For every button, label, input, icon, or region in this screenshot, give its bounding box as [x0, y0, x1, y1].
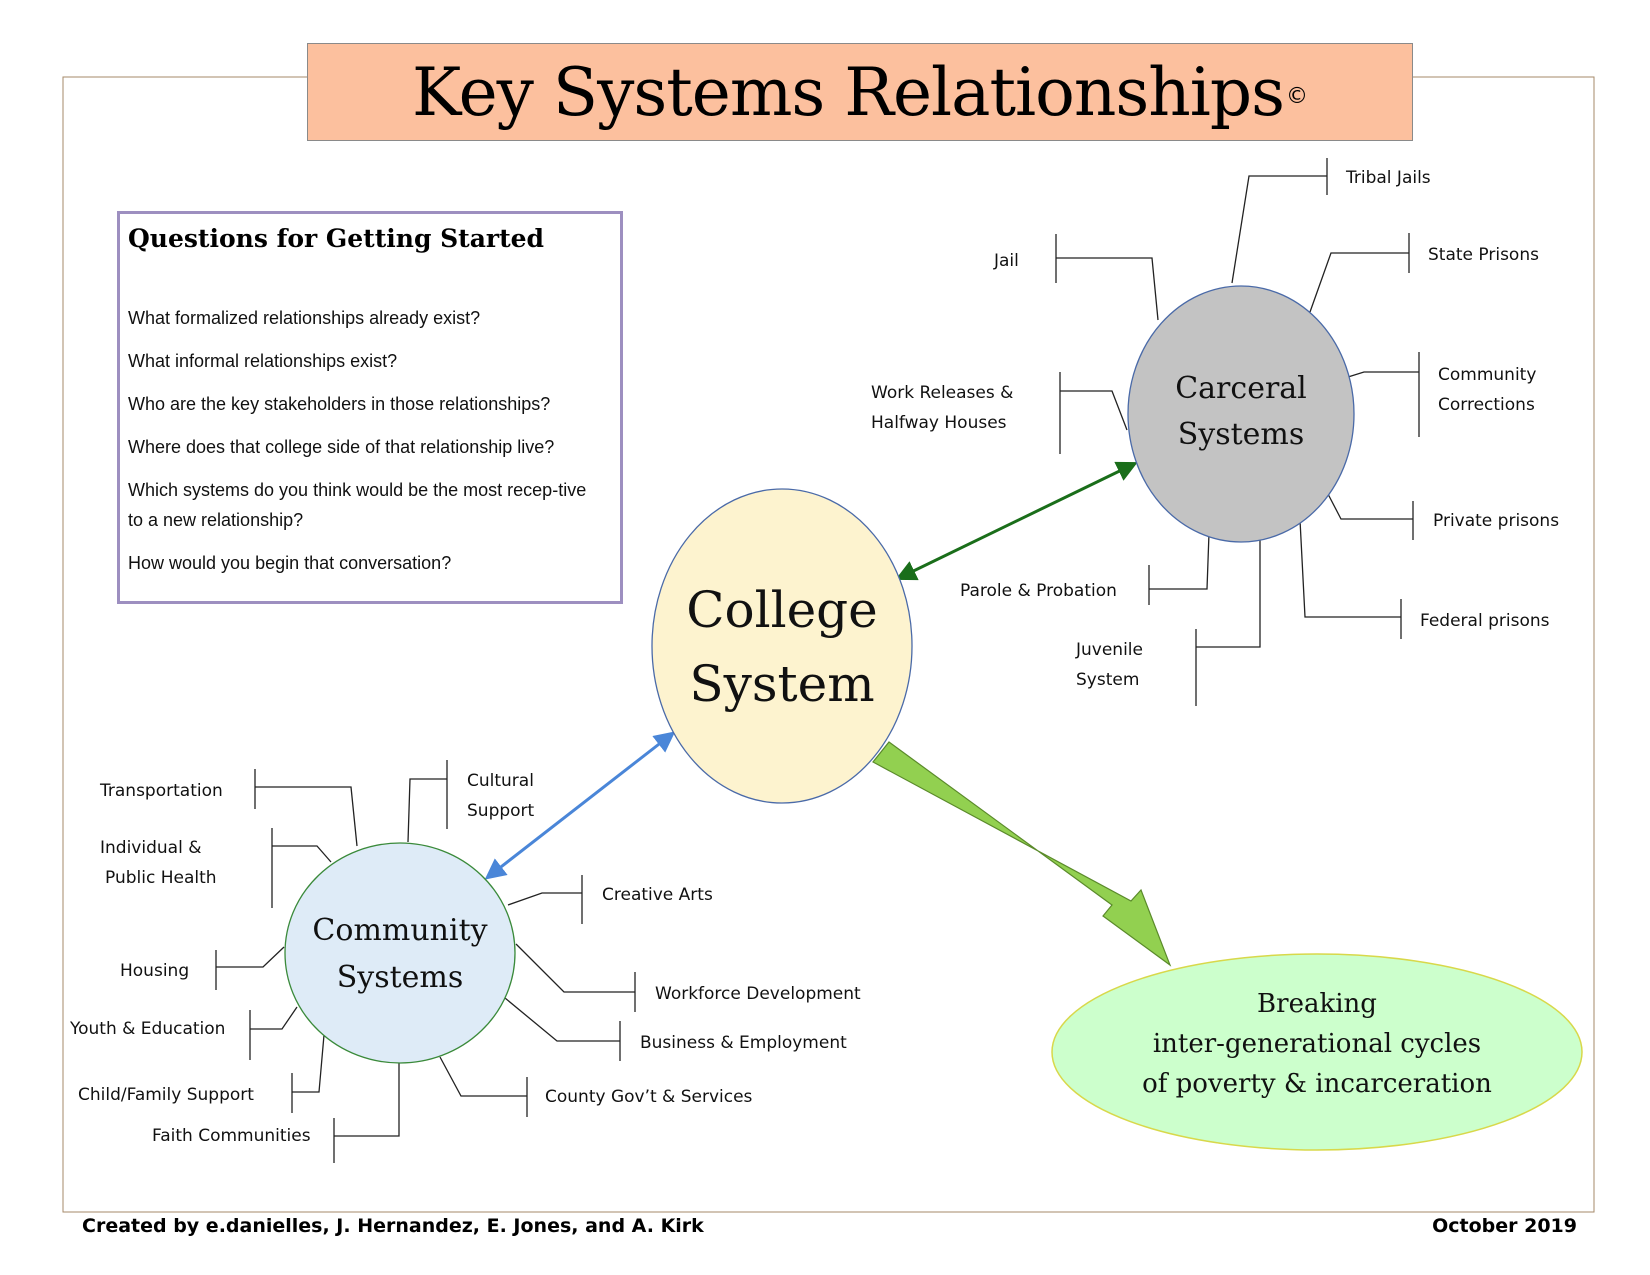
branch-label-county-gov: County Gov’t & Services: [545, 1087, 753, 1107]
question-item: How would you begin that conversation?: [128, 553, 452, 573]
branch-label-housing: Housing: [120, 961, 190, 981]
branch-label-youth-education: Youth & Education: [70, 1019, 226, 1039]
branch-label-transportation: Transportation: [100, 781, 223, 801]
question-item: Who are the key stakeholders in those re…: [128, 394, 551, 414]
community-connectors: [215, 760, 636, 1163]
footer-credits: Created by e.danielles, J. Hernandez, E.…: [82, 1215, 704, 1237]
carceral-label-line: Carceral: [1175, 371, 1307, 406]
outcome-node-label: Breaking inter-generational cycles of po…: [1077, 984, 1557, 1104]
college-node: [651, 488, 913, 804]
community-label-line: Community: [312, 913, 488, 948]
title-banner: Key Systems Relationships ©: [307, 43, 1413, 141]
college-community-arrow: [484, 731, 676, 880]
branch-label-workforce-development: Workforce Development: [655, 984, 861, 1004]
outcome-label-line: inter-generational cycles: [1152, 1029, 1482, 1059]
branch-label-line: Individual &: [100, 838, 202, 858]
outcome-arrow: [872, 741, 1172, 967]
college-carceral-arrow: [895, 461, 1138, 581]
copyright-mark: ©: [1285, 83, 1308, 109]
branch-label-community-corrections: Community Corrections: [1438, 360, 1536, 420]
branch-label-federal-prisons: Federal prisons: [1420, 611, 1550, 631]
branch-label-line: Halfway Houses: [871, 413, 1007, 433]
questions-heading: Questions for Getting Started: [128, 224, 545, 253]
question-item: What formalized relationships already ex…: [128, 308, 481, 328]
branch-label-line: Work Releases &: [871, 383, 1014, 403]
branch-label-business-employment: Business & Employment: [640, 1033, 847, 1053]
carceral-node-label: Carceral Systems: [1128, 366, 1354, 458]
branch-label-juvenile-system: Juvenile System: [1076, 635, 1143, 695]
question-item: What informal relationships exist?: [128, 351, 398, 371]
question-item: Which systems do you think would be the …: [128, 480, 587, 530]
college-label-line: College: [686, 581, 878, 639]
branch-label-line: Community: [1438, 365, 1537, 385]
community-node: [284, 842, 516, 1064]
footer-date: October 2019: [1432, 1215, 1577, 1237]
branch-label-parole-probation: Parole & Probation: [960, 581, 1117, 601]
branch-label-work-releases: Work Releases & Halfway Houses: [871, 378, 1013, 438]
outcome-label-line: Breaking: [1257, 989, 1377, 1019]
branch-label-line: Juvenile: [1076, 640, 1143, 660]
branch-label-faith-communities: Faith Communities: [152, 1126, 311, 1146]
carceral-connectors: [1055, 158, 1420, 706]
branch-label-public-health: Individual & Public Health: [100, 833, 217, 893]
branch-label-line: System: [1076, 670, 1140, 690]
community-node-label: Community Systems: [285, 907, 515, 1001]
branch-label-jail: Jail: [994, 251, 1019, 271]
branch-label-creative-arts: Creative Arts: [602, 885, 713, 905]
branch-label-line: Corrections: [1438, 395, 1535, 415]
questions-panel: Questions for Getting Started What forma…: [117, 211, 623, 604]
college-node-label: College System: [652, 573, 912, 721]
outcome-node: [1051, 953, 1583, 1151]
college-label-line: System: [689, 655, 875, 713]
branch-label-line: Public Health: [105, 868, 217, 888]
branch-label-line: Support: [467, 801, 535, 821]
branch-label-line: Cultural: [467, 771, 534, 791]
branch-label-state-prisons: State Prisons: [1428, 245, 1539, 265]
branch-label-cultural-support: Cultural Support: [467, 766, 534, 826]
branch-label-tribal-jails: Tribal Jails: [1346, 168, 1431, 188]
question-item: Where does that college side of that rel…: [128, 437, 555, 457]
community-label-line: Systems: [336, 960, 464, 995]
carceral-label-line: Systems: [1177, 417, 1305, 452]
carceral-node: [1127, 285, 1355, 543]
outcome-label-line: of poverty & incarceration: [1142, 1069, 1492, 1099]
branch-label-private-prisons: Private prisons: [1433, 511, 1560, 531]
page-title: Key Systems Relationships: [412, 53, 1285, 131]
branch-label-child-family-support: Child/Family Support: [78, 1085, 254, 1105]
